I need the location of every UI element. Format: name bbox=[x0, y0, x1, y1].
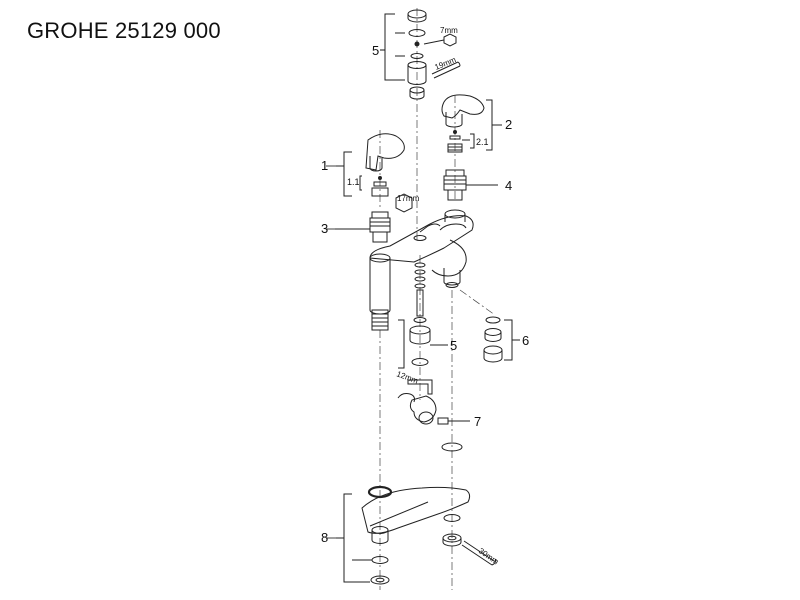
part-group-5-top bbox=[380, 9, 461, 100]
wrench-30mm-icon bbox=[461, 540, 497, 566]
part-diverter-7 bbox=[397, 393, 470, 452]
part-lever-1 bbox=[336, 133, 405, 197]
callout-2: 2 bbox=[505, 117, 512, 132]
part-lever-2 bbox=[441, 94, 502, 153]
allen-key-12mm-icon bbox=[407, 379, 433, 395]
callout-7: 7 bbox=[474, 414, 481, 429]
callout-1: 1 bbox=[321, 158, 328, 173]
callout-5-middle: 5 bbox=[450, 338, 457, 353]
center-lines bbox=[379, 8, 496, 590]
callout-2-1: 2.1 bbox=[476, 137, 489, 147]
callout-8: 8 bbox=[321, 530, 328, 545]
callout-6: 6 bbox=[522, 333, 529, 348]
tool-size-17mm: 17mm bbox=[397, 194, 420, 203]
tool-size-12mm: 12mm bbox=[395, 369, 419, 385]
part-group-5-middle bbox=[398, 262, 448, 369]
tool-size-30mm: 30mm bbox=[477, 546, 501, 566]
callout-4: 4 bbox=[505, 178, 512, 193]
callout-leaders bbox=[326, 49, 385, 539]
part-cartridge-4 bbox=[443, 169, 498, 201]
tool-size-7mm: 7mm bbox=[440, 26, 458, 35]
tool-size-19mm: 19mm bbox=[433, 55, 457, 72]
callout-5-top: 5 bbox=[372, 43, 379, 58]
mixer-body bbox=[369, 209, 474, 331]
part-cartridge-3 bbox=[335, 193, 413, 243]
diagram-title: GROHE 25129 000 bbox=[27, 18, 221, 43]
part-group-8 bbox=[336, 485, 471, 585]
callout-3: 3 bbox=[321, 221, 328, 236]
part-group-6 bbox=[483, 316, 520, 363]
callout-1-1: 1.1 bbox=[347, 177, 360, 187]
